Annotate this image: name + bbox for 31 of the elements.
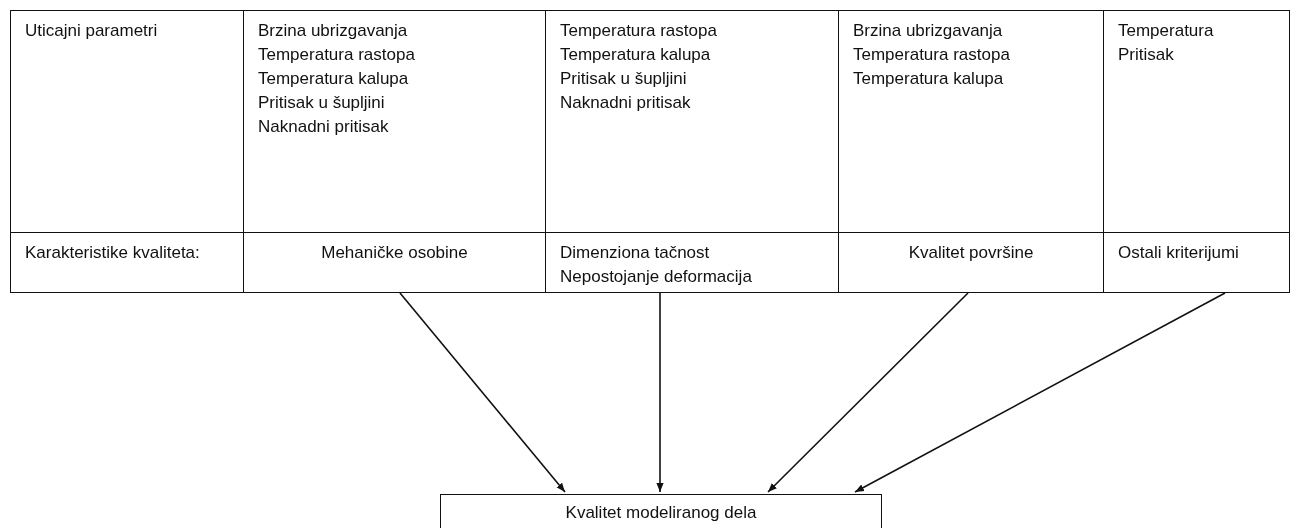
cell-text: Temperatura rastopa bbox=[258, 44, 415, 66]
result-label: Kvalitet modeliranog dela bbox=[565, 502, 757, 524]
cell-text: Temperatura kalupa bbox=[853, 68, 1004, 90]
arrow bbox=[767, 292, 969, 493]
cell-text: Naknadni pritisak bbox=[258, 116, 389, 138]
cell-text: Brzina ubrizgavanja bbox=[853, 20, 1003, 42]
cell-text: Temperatura kalupa bbox=[258, 68, 409, 90]
cell-text: Pritisak u šupljini bbox=[560, 68, 687, 90]
table-cell bbox=[1103, 232, 1290, 293]
cell-text: Temperatura kalupa bbox=[560, 44, 711, 66]
result-box bbox=[440, 494, 882, 528]
cell-text: Pritisak u šupljini bbox=[258, 92, 385, 114]
arrow bbox=[656, 292, 664, 493]
cell-text: Karakteristike kvaliteta: bbox=[25, 242, 201, 264]
cell-text: Naknadni pritisak bbox=[560, 92, 691, 114]
arrow bbox=[854, 292, 1226, 493]
table-cell bbox=[1103, 10, 1290, 233]
cell-text: Dimenziona tačnost bbox=[560, 242, 710, 264]
table-cell bbox=[10, 232, 244, 293]
cell-text: Kvalitet površine bbox=[908, 242, 1034, 264]
cell-text: Temperatura bbox=[1118, 20, 1215, 42]
cell-text: Pritisak bbox=[1118, 44, 1175, 66]
cell-text: Uticajni parametri bbox=[25, 20, 159, 42]
cell-text: Brzina ubrizgavanja bbox=[258, 20, 408, 42]
arrow bbox=[399, 292, 566, 493]
cell-text: Mehaničke osobine bbox=[321, 242, 468, 264]
cell-text: Temperatura rastopa bbox=[853, 44, 1010, 66]
table-cell bbox=[10, 10, 244, 233]
cell-text: Temperatura rastopa bbox=[560, 20, 717, 42]
cell-text: Nepostojanje deformacija bbox=[560, 266, 752, 288]
cell-text: Ostali kriterijumi bbox=[1118, 242, 1240, 264]
